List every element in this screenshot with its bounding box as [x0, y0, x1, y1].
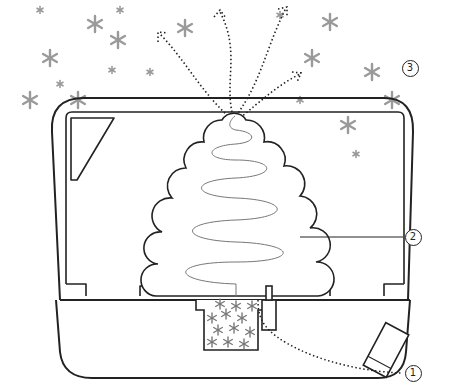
- inner-panel: [66, 112, 404, 296]
- callout-circle: 2: [405, 229, 422, 246]
- snowflake-stroke: [230, 326, 239, 331]
- snowflake-stroke: [232, 304, 241, 309]
- snowflake-stroke: [230, 326, 239, 331]
- snowflake-stroke: [224, 340, 233, 345]
- snowflake-stroke: [117, 8, 123, 12]
- callout-circle: 1: [405, 365, 422, 382]
- snowflake-stroke: [23, 96, 37, 104]
- snowflake-stroke: [57, 82, 63, 86]
- snowflake-stroke: [246, 330, 255, 335]
- snowflake-stroke: [88, 20, 102, 28]
- snowflake-stroke: [240, 342, 249, 347]
- snowflake-stroke: [214, 328, 223, 333]
- mist-spiral: [186, 116, 284, 296]
- cartridge: [363, 323, 408, 378]
- snowflake-stroke: [178, 24, 192, 32]
- snowflake-stroke: [216, 302, 225, 307]
- snowflake-stroke: [208, 316, 217, 321]
- snowflake-stroke: [323, 18, 337, 26]
- housing: [52, 98, 413, 378]
- snowflake-stroke: [43, 54, 57, 62]
- snowflake-stroke: [341, 121, 355, 129]
- air-flow-arrows: [158, 7, 301, 118]
- snowflake-stroke: [365, 68, 379, 76]
- snowflake-stroke: [208, 316, 217, 321]
- snowflake-stroke: [232, 304, 241, 309]
- snowflake-stroke: [109, 68, 115, 72]
- ion-tray: [196, 300, 266, 350]
- snowflake-stroke: [222, 312, 231, 317]
- callout-number: 2: [410, 232, 416, 242]
- snowflake-stroke: [37, 8, 43, 12]
- snowflake-stroke: [248, 304, 257, 309]
- callout-number: 1: [410, 368, 416, 378]
- snowflake-stroke: [323, 18, 337, 26]
- snowflake-stroke: [222, 312, 231, 317]
- snowflake-stroke: [305, 54, 319, 62]
- callout-number: 3: [407, 63, 413, 73]
- callout-circle: 3: [402, 60, 419, 77]
- snowflake-stroke: [178, 24, 192, 32]
- snowflake-stroke: [365, 68, 379, 76]
- snowflake-stroke: [224, 340, 233, 345]
- leader-lines: [258, 237, 403, 373]
- snowflake-stroke: [111, 36, 125, 44]
- snowflake-stroke: [305, 54, 319, 62]
- mist-dome: [141, 113, 334, 296]
- snowflake-stroke: [57, 82, 63, 86]
- snowflake-stroke: [238, 316, 247, 321]
- snowflake-stroke: [117, 8, 123, 12]
- snowflake-stroke: [214, 328, 223, 333]
- snowflake-stroke: [240, 342, 249, 347]
- snowflake-stroke: [277, 13, 283, 16]
- tray-particles: [208, 299, 257, 349]
- snowflake-stroke: [216, 302, 225, 307]
- snowflake-stroke: [208, 340, 217, 345]
- snowflake-stroke: [248, 304, 257, 309]
- snowflake-stroke: [88, 20, 102, 28]
- snowflake-stroke: [341, 121, 355, 129]
- snowflake-stroke: [277, 13, 283, 17]
- snowflake-stroke: [353, 152, 359, 156]
- snowflake-stroke: [23, 96, 37, 104]
- snowflake-stroke: [109, 68, 115, 72]
- snowflake-stroke: [246, 330, 255, 335]
- snowflake-stroke: [353, 152, 359, 156]
- snowflake-stroke: [43, 54, 57, 62]
- snowflake-stroke: [37, 8, 43, 12]
- snowflake-stroke: [147, 70, 153, 74]
- snowflake-stroke: [147, 70, 153, 74]
- snowflake-stroke: [208, 340, 217, 345]
- snowflake-stroke: [238, 316, 247, 321]
- snowflake-stroke: [111, 36, 125, 44]
